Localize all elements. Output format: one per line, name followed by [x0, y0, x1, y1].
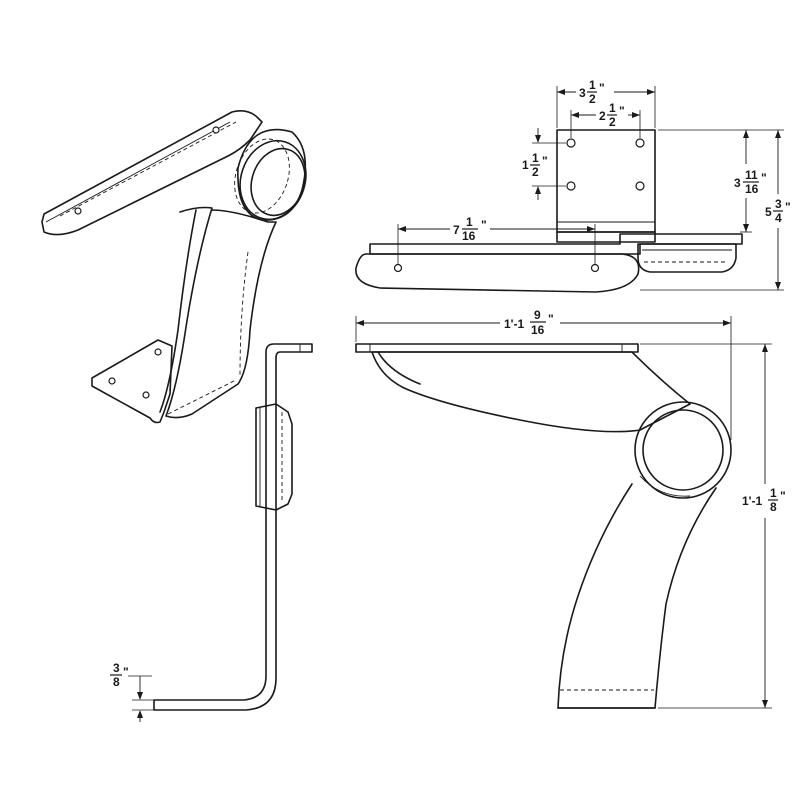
dim-overall-height: 1'-1 1 8 "	[640, 343, 786, 709]
dim-overall-height-unit: "	[780, 489, 786, 503]
dim-thickness-num: 3	[113, 661, 120, 675]
dim-total-height-den: 4	[775, 211, 782, 225]
iso-base-plate	[91, 339, 173, 424]
top-view	[355, 129, 743, 293]
dim-plate-height-whole: 3	[734, 176, 741, 190]
iso-base-hole-3	[142, 391, 150, 399]
front-upright	[557, 483, 717, 709]
dim-top-width-unit: "	[599, 81, 605, 95]
dim-top-width-den: 2	[589, 92, 596, 106]
front-hub-outer	[634, 401, 732, 499]
dim-plate-height-den: 16	[745, 182, 759, 196]
top-plate-hole-1	[566, 138, 576, 148]
dim-thickness-unit: "	[123, 665, 129, 679]
dim-top-width-num: 1	[589, 78, 596, 92]
top-plate-hole-2	[635, 138, 645, 148]
iso-hub	[234, 128, 307, 221]
top-pad-hole-2	[590, 263, 600, 273]
dim-hole-spacing-y-whole: 1	[522, 158, 529, 172]
dim-overall-height-num: 1	[770, 486, 777, 500]
front-top-flange	[355, 343, 639, 353]
iso-upright	[165, 206, 277, 419]
side-view	[153, 343, 313, 711]
top-plate-hole-3	[566, 181, 576, 191]
dim-hole-spacing-x-num: 1	[609, 101, 616, 115]
front-arm-body	[371, 351, 691, 433]
dim-hole-spacing-y-unit: "	[542, 154, 548, 168]
dim-plate-height: 3 11 16 "	[658, 129, 767, 233]
dim-arm-holes-whole: 7	[453, 223, 460, 237]
dim-overall-height-den: 8	[770, 500, 777, 514]
dim-overall-length-unit: "	[548, 312, 554, 326]
dim-overall-length-den: 16	[531, 323, 545, 337]
dim-total-height-whole: 5	[765, 205, 772, 219]
dim-hole-spacing-y-num: 1	[532, 151, 539, 165]
front-hub-inner	[642, 409, 724, 491]
dim-hole-spacing-x-whole: 2	[599, 109, 606, 123]
dim-hole-spacing-y-den: 2	[532, 165, 539, 179]
top-pad-hole-1	[393, 263, 403, 273]
iso-arm-pad	[41, 110, 263, 236]
dim-total-height: 5 3 4 "	[640, 129, 791, 291]
iso-base-hole-2	[108, 377, 116, 385]
dim-overall-height-whole: 1'-1	[742, 494, 763, 508]
front-view	[355, 343, 732, 709]
dim-total-height-num: 3	[775, 197, 782, 211]
dim-arm-holes-unit: "	[481, 218, 487, 232]
side-profile	[153, 343, 313, 711]
dim-thickness: 3 8 "	[110, 661, 156, 722]
dim-hole-spacing-x-den: 2	[609, 115, 616, 129]
isometric-view	[41, 110, 307, 424]
dim-thickness-den: 8	[113, 675, 120, 689]
dim-arm-holes-num: 1	[466, 215, 473, 229]
dim-total-height-unit: "	[785, 200, 791, 214]
dim-plate-height-unit: "	[761, 171, 767, 185]
dim-arm-holes: 7 1 16 "	[397, 215, 596, 264]
side-hub	[255, 403, 293, 511]
top-arm-pad	[355, 253, 640, 293]
dim-top-width: 3 1 2 "	[556, 78, 656, 128]
dim-overall-length-num: 9	[534, 308, 541, 322]
dim-hole-spacing-y: 1 1 2 "	[522, 128, 566, 200]
iso-pad-hole-1	[212, 126, 220, 134]
dim-plate-height-num: 11	[745, 168, 758, 182]
dim-arm-holes-den: 16	[462, 229, 476, 243]
dim-overall-length-whole: 1'-1	[504, 317, 525, 331]
iso-pad-hole-2	[74, 207, 82, 215]
iso-base-hole-1	[154, 348, 162, 356]
dim-overall-length: 1'-1 9 16 "	[355, 308, 732, 440]
dim-top-width-whole: 3	[579, 86, 586, 100]
top-plate-hole-4	[635, 181, 645, 191]
top-hub	[637, 243, 737, 273]
dim-hole-spacing-x: 2 1 2 "	[570, 101, 641, 138]
dim-hole-spacing-x-unit: "	[619, 104, 625, 118]
